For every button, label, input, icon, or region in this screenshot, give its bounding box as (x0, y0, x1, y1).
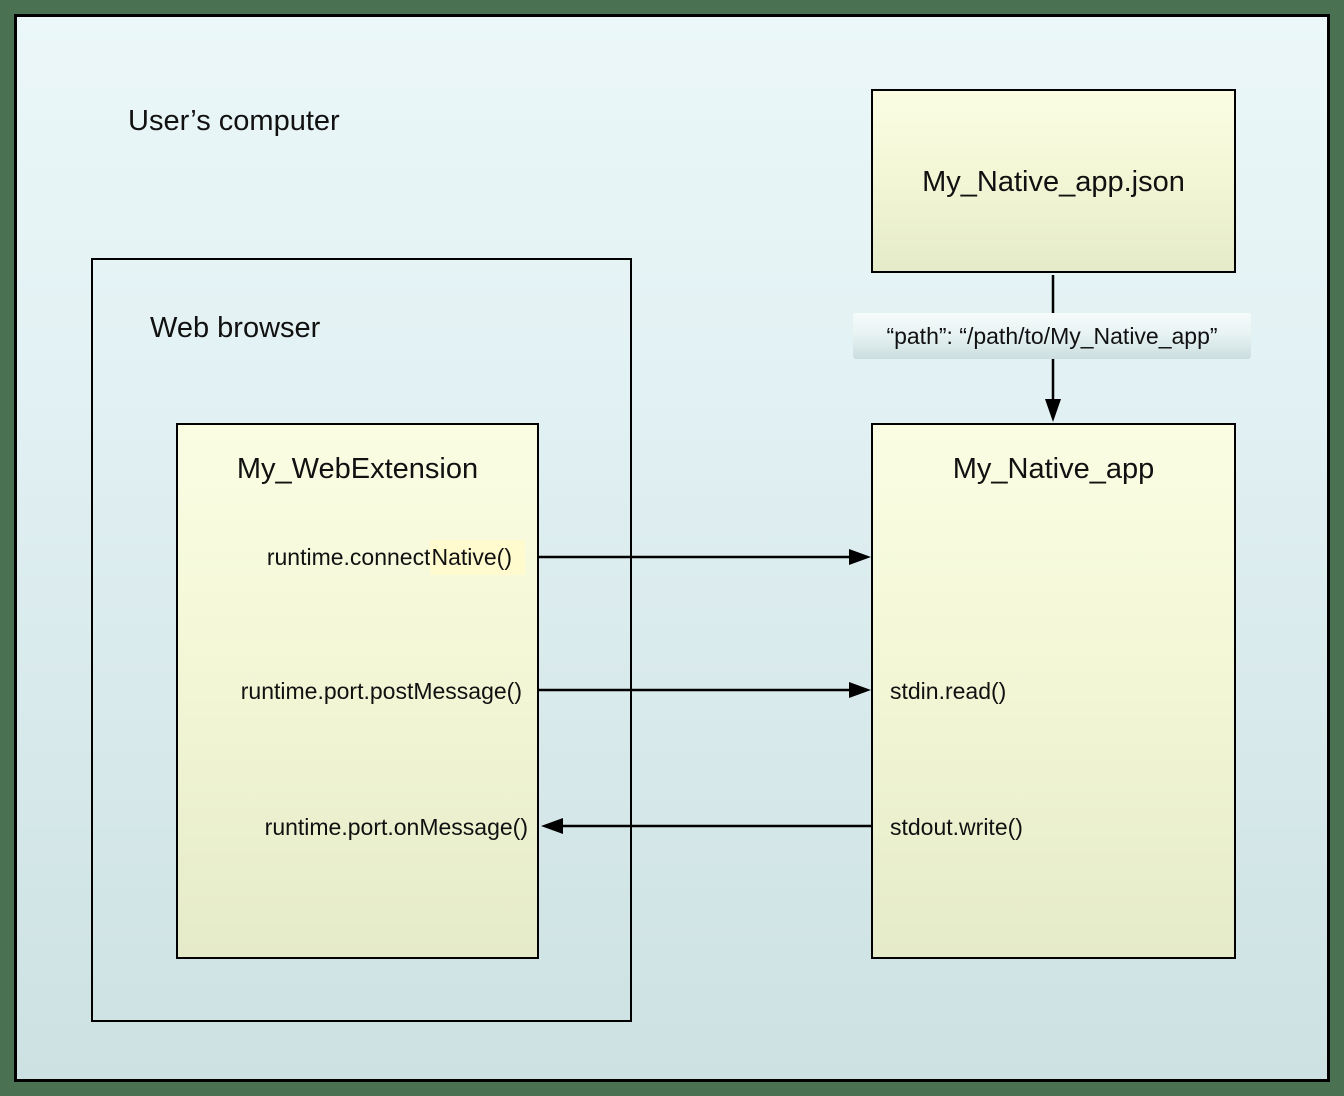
native-app-box (871, 423, 1236, 959)
native-app-json-box (871, 89, 1236, 273)
native-app-title: My_Native_app (952, 453, 1155, 485)
post-message-label: runtime.port.postMessage() (240, 678, 522, 704)
users-computer-label: User’s computer (128, 105, 340, 137)
connect-native-label: runtime.connectNative() (176, 540, 525, 575)
webextension-title: My_WebExtension (236, 453, 479, 485)
stdout-write-label: stdout.write() (890, 814, 1023, 840)
native-app-json-title: My_Native_app.json (922, 166, 1185, 198)
stdin-read-label: stdin.read() (890, 678, 1007, 704)
connect-native-highlight: Native() (430, 540, 525, 575)
on-message-label: runtime.port.onMessage() (264, 814, 528, 840)
connect-native-prefix: runtime.connect (266, 544, 431, 570)
web-browser-label: Web browser (150, 312, 321, 344)
path-annotation: “path”: “/path/to/My_Native_app” (853, 313, 1251, 359)
web-browser-box (91, 258, 632, 1022)
webextension-box (176, 423, 539, 959)
